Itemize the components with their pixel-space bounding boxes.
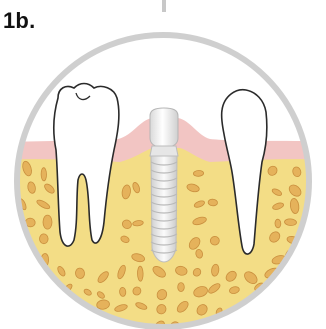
bone-cell [285,266,300,279]
bone-cell [82,318,96,329]
bone-cell [1,255,14,264]
bone-cell [137,266,143,281]
bone-cell [245,302,260,316]
bone-cell [5,201,11,216]
bone-cell [39,234,48,244]
bone-cell [302,248,320,262]
bone-cell [21,265,29,276]
bone-cell [41,168,47,181]
bone-cell [264,321,276,329]
bone-cell [310,202,323,216]
bone-cell [43,215,52,229]
bone-cell [4,219,18,234]
bone-cell [273,287,284,299]
bone-cell [287,315,301,329]
bone-cell [21,249,30,260]
bone-cell [249,318,264,329]
bone-cell [306,269,319,280]
dental-implant [150,108,178,262]
bone-cell [178,283,185,292]
bone-cell [5,271,15,280]
bone-cell [38,300,48,311]
bone-cell [306,314,320,329]
bone-cell [311,183,319,189]
bone-cell [300,233,317,245]
bone-cell [59,301,71,313]
bone-cell [308,299,320,311]
bone-cell [289,302,303,314]
bone-cell [275,219,281,228]
bone-cell [21,301,32,312]
bone-cell [0,316,9,329]
bone-cell [19,321,33,329]
bone-cell [287,287,301,299]
bone-cell [15,288,29,301]
implant-collar [150,146,178,156]
bone-cell [193,170,203,176]
bone-cell [119,287,126,297]
bone-cell [4,167,12,177]
bone-cell [0,179,10,193]
bone-cell [0,235,9,243]
bone-cell [39,319,50,329]
implant-abutment [150,108,178,147]
bone-cell [232,318,242,329]
bone-cell [2,284,14,296]
bone-cell [311,168,319,178]
bone-cell [271,299,284,312]
bone-cell [308,286,320,302]
bone-cell [0,302,7,318]
bone-cell [57,317,70,329]
